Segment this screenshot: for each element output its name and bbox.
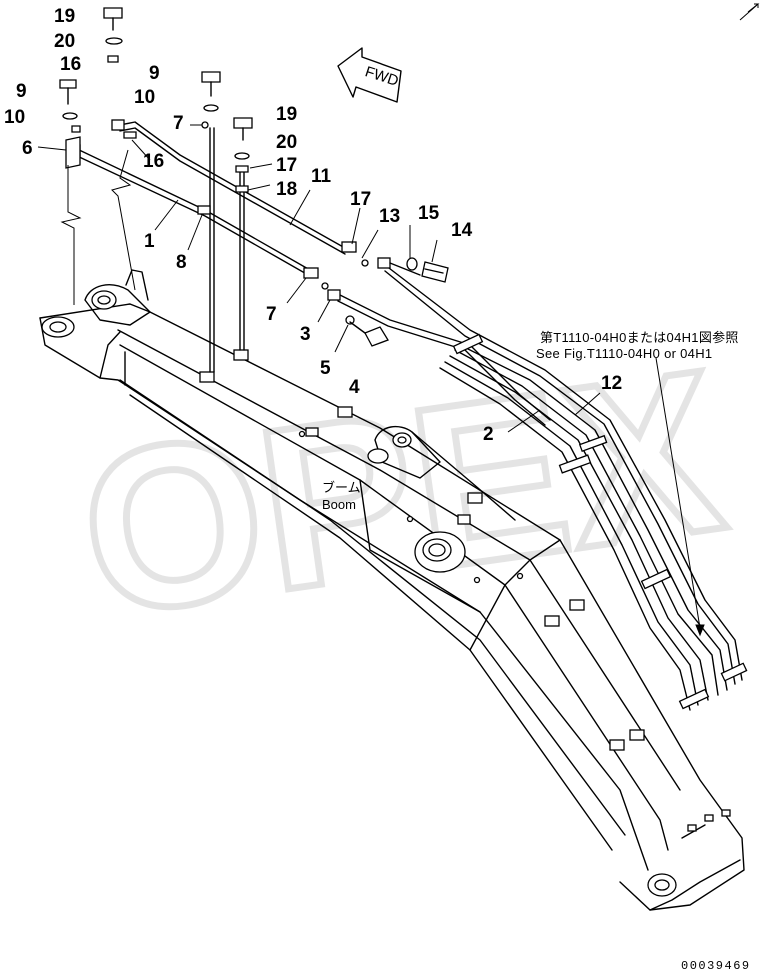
callout-19-right: 19	[276, 104, 297, 125]
boom-structure	[39, 127, 745, 911]
callout-14: 14	[451, 220, 473, 241]
callout-13: 13	[379, 206, 400, 227]
boom-label: ブーム Boom	[322, 480, 361, 512]
callout-20-right: 20	[276, 132, 297, 153]
callout-3: 3	[300, 324, 311, 345]
boom-label-en: Boom	[322, 497, 356, 512]
callout-7-top: 7	[173, 113, 184, 134]
callout-16-mid: 16	[143, 151, 164, 172]
callout-9-left: 9	[16, 81, 27, 102]
callout-19-top: 19	[54, 6, 75, 27]
callout-11: 11	[311, 166, 332, 187]
callout-2: 2	[483, 424, 494, 445]
reference-note: 第T1110-04H0または04H1図参照 See Fig.T1110-04H0…	[536, 330, 739, 361]
callout-9-mid: 9	[149, 63, 160, 84]
callout-12: 12	[601, 373, 622, 394]
callout-10-mid: 10	[134, 87, 155, 108]
callout-5: 5	[320, 358, 331, 379]
leader-lines	[37, 124, 601, 433]
callout-8: 8	[176, 252, 187, 273]
reference-note-jp: 第T1110-04H0または04H1図参照	[540, 330, 739, 345]
drawing-number: 00039469	[681, 959, 751, 973]
callout-20-top: 20	[54, 31, 75, 52]
callout-10-left: 10	[4, 107, 25, 128]
fwd-label: FWD	[363, 63, 401, 90]
callout-6: 6	[22, 138, 33, 159]
callout-17-lower: 17	[350, 189, 371, 210]
callout-16-top: 16	[60, 54, 81, 75]
fwd-arrow-icon: FWD	[337, 47, 402, 103]
callout-15: 15	[418, 203, 440, 224]
callout-18: 18	[276, 179, 297, 200]
callout-1: 1	[144, 231, 155, 252]
boom-label-jp: ブーム	[322, 480, 361, 495]
callout-7-lower: 7	[266, 304, 277, 325]
callout-4: 4	[349, 377, 360, 398]
corner-arrow-icon	[739, 3, 760, 21]
pipe-lines	[59, 7, 748, 711]
callout-numbers: 19 20 16 9 10 6 9 10 7 16 1 8 19 20 17 1…	[4, 6, 622, 445]
reference-note-en: See Fig.T1110-04H0 or 04H1	[536, 346, 712, 361]
callout-17-right: 17	[276, 155, 297, 176]
